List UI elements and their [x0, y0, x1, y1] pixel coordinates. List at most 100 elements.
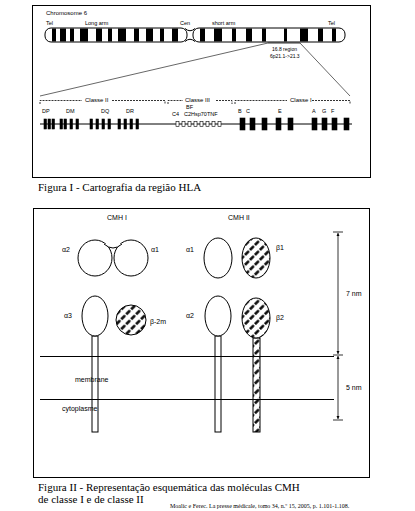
- gene-label: DP: [42, 108, 50, 114]
- gene-mark: [118, 119, 121, 129]
- chromosome-bands: [52, 29, 336, 42]
- gene-label: C4: [172, 111, 179, 117]
- chromosome-band: [108, 29, 112, 42]
- chromosome-band: [80, 29, 88, 42]
- arm-label: short arm: [212, 20, 235, 26]
- gene-mark: [90, 119, 93, 129]
- beta1-domain: [242, 238, 270, 278]
- region-label: 6p21.1->21.3: [270, 54, 300, 60]
- domain-label: α2: [186, 312, 194, 320]
- gene-label: E: [278, 108, 282, 114]
- gene-mark: [60, 119, 63, 129]
- dimension-tick: [333, 420, 343, 421]
- gene-mark: [188, 122, 191, 127]
- gene-label: C2Hsp70TNF: [184, 111, 218, 117]
- zoom-line: [40, 43, 268, 96]
- figure-frame: [34, 209, 370, 478]
- chromosome-band: [52, 29, 56, 42]
- domain-label: α3: [64, 312, 72, 320]
- figure-frame: [33, 6, 371, 178]
- dimension-line: [338, 233, 339, 354]
- chromosome-band: [214, 29, 222, 42]
- gene-mark: [64, 119, 67, 129]
- gene-label: G: [322, 108, 326, 114]
- chromosome-band: [60, 29, 66, 42]
- gene-mark: [136, 119, 139, 129]
- beta2-domain: [242, 298, 270, 338]
- dimension-tick: [333, 355, 343, 356]
- gene-mark: [44, 119, 47, 129]
- chromosome-band: [318, 29, 323, 42]
- gene-label: DQ: [101, 108, 109, 114]
- domain-label: β2: [276, 314, 284, 322]
- gene-mark: [194, 122, 197, 127]
- telomere-label: Tel: [46, 20, 53, 26]
- gene-mark: [200, 122, 203, 127]
- centromere-label: Cen: [180, 20, 190, 26]
- gene-label: BF: [186, 104, 193, 110]
- chromosome-band: [284, 29, 287, 42]
- gene-mark: [344, 118, 349, 130]
- class-label: Classe II: [85, 97, 108, 104]
- gene-mark: [206, 122, 209, 127]
- molecule-label: CMH I: [107, 214, 127, 222]
- gene-label: F: [331, 108, 334, 114]
- gene-mark: [276, 118, 281, 130]
- dimension-tick: [333, 232, 343, 233]
- chromosome-title: Chromosome 6: [46, 10, 87, 17]
- gene-label: C: [246, 108, 250, 114]
- gene-label: DM: [66, 108, 75, 114]
- gene-label: DR: [126, 108, 134, 114]
- gene-mark: [332, 118, 337, 130]
- gene-mark: [240, 118, 245, 130]
- chromosome-band: [172, 29, 178, 42]
- chromosome-band: [146, 29, 153, 42]
- chromosome-band: [200, 29, 205, 42]
- alpha2-domain: [205, 296, 231, 336]
- source-citation: Moalic e Ferec. La presse médicale, tomo…: [170, 503, 349, 510]
- dimension-label: 7 nm: [346, 290, 362, 298]
- gene-mark: [262, 118, 267, 130]
- gene-mark: [218, 122, 221, 127]
- class-label: Classe III: [185, 97, 210, 104]
- gene-mark: [176, 122, 179, 127]
- gene-mark: [70, 119, 73, 129]
- gene-mark: [96, 119, 99, 129]
- transmembrane-stem: [92, 336, 98, 432]
- transmembrane-stem: [253, 338, 260, 432]
- chromosome-band: [70, 29, 74, 42]
- domain-label: α2: [62, 246, 70, 254]
- gene-mark: [76, 119, 79, 129]
- gene-mark: [322, 118, 327, 130]
- transmembrane-stem: [215, 336, 221, 432]
- class-label: Classe I: [290, 97, 312, 104]
- chromosome-band: [246, 29, 252, 42]
- gene-label: B: [238, 108, 242, 114]
- gene-mark: [52, 119, 55, 129]
- domain-label: β-2m: [150, 318, 166, 326]
- chromosome-band: [118, 29, 126, 42]
- molecule-label: CMH II: [228, 214, 250, 222]
- gene-mark: [48, 119, 51, 129]
- zoom-line: [300, 43, 350, 96]
- chromosome-band: [134, 29, 139, 42]
- chromosome-band: [300, 29, 308, 42]
- chromosome-band: [262, 29, 266, 42]
- gene-mark: [212, 122, 215, 127]
- beta2m-domain: [116, 305, 146, 335]
- membrane-band: membrane: [40, 356, 334, 400]
- gene-marks: [44, 118, 349, 130]
- dimension-line: [338, 356, 339, 419]
- gene-mark: [250, 118, 255, 130]
- domain-label: β1: [276, 244, 284, 252]
- gene-mark: [130, 119, 133, 129]
- chromosome-band: [332, 29, 336, 42]
- region-label: 16.8 region: [272, 47, 297, 53]
- chromosome-band: [96, 29, 102, 42]
- band-label: membrane: [75, 376, 108, 383]
- region-label: cytoplasme: [62, 405, 97, 413]
- chromosome-short-arm: [193, 28, 345, 42]
- gene-mark: [312, 118, 317, 130]
